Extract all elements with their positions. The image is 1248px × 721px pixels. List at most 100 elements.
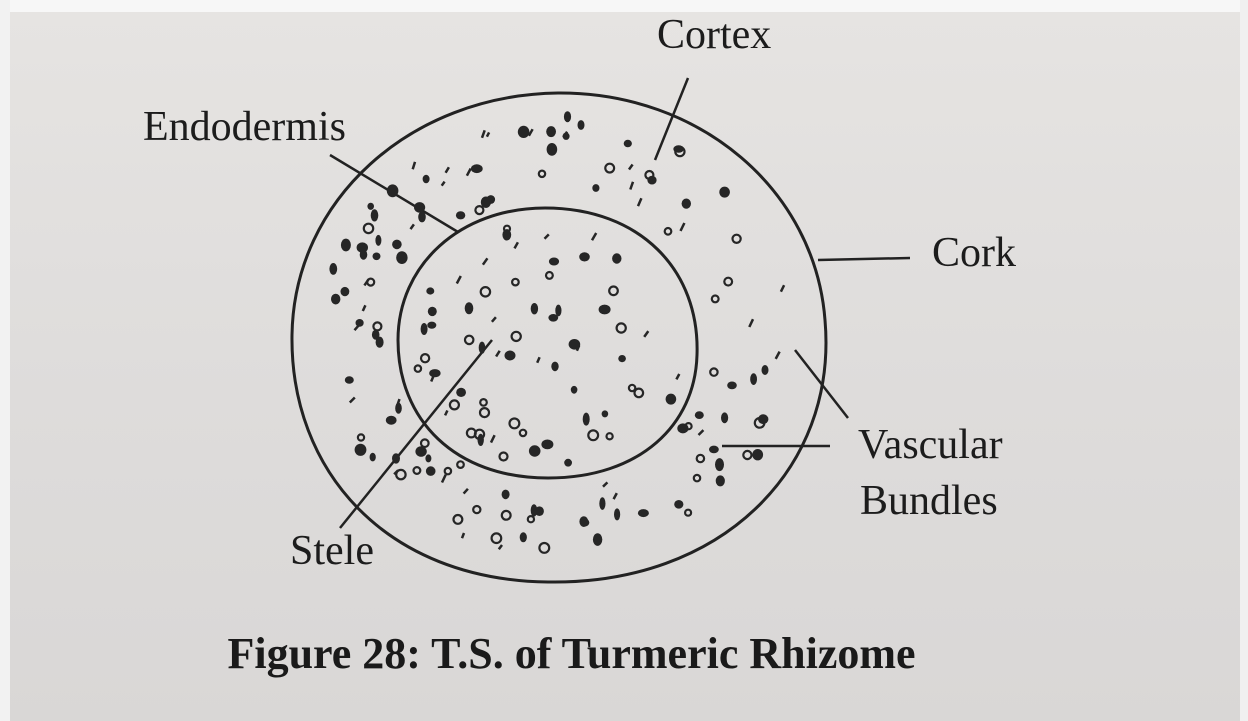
vascular-bundle xyxy=(367,203,374,210)
stele-label: Stele xyxy=(290,530,374,572)
vascular-bundle xyxy=(442,475,446,483)
vascular-bundle xyxy=(414,202,425,213)
vascular-bundle xyxy=(515,242,518,248)
vascular-bundle xyxy=(579,252,590,261)
vascular-bundle xyxy=(603,482,607,486)
vascular-bundle xyxy=(487,132,489,136)
vascular-bundle xyxy=(541,440,553,450)
vascular-bundle xyxy=(483,258,488,264)
vascular-bundle xyxy=(607,433,613,439)
vascular-bundle xyxy=(677,423,688,433)
vascular-bundle xyxy=(578,120,585,130)
vascular-bundle xyxy=(529,445,541,456)
vascular-bundle xyxy=(535,506,544,516)
vascular-bundle xyxy=(733,235,741,243)
vascular-bundle xyxy=(357,242,368,252)
vascular-bundle xyxy=(762,365,769,375)
vascular-bundle xyxy=(614,508,620,520)
vascular-bundle xyxy=(579,516,588,527)
vascular-bundle xyxy=(617,323,626,332)
vascular-bundle xyxy=(583,413,590,426)
vascular-bundle xyxy=(392,240,402,250)
vascular-bundle xyxy=(492,317,496,322)
vascular-bundle xyxy=(480,408,489,417)
vascular-bundle xyxy=(605,164,614,173)
vascular-bundle xyxy=(555,305,561,317)
vascular-bundle xyxy=(520,430,526,436)
vascular-bundle xyxy=(465,336,473,344)
vascular-bundle xyxy=(467,169,471,176)
vascular-bundle xyxy=(341,287,350,296)
vascular-bundle xyxy=(331,294,340,305)
vascular-bundle xyxy=(710,368,717,375)
vascular-bundle xyxy=(473,506,480,513)
vascular-bundle xyxy=(588,430,598,440)
vascular-bundle xyxy=(510,419,520,429)
cortex-label: Cortex xyxy=(657,14,771,56)
vascular-bundle xyxy=(457,461,464,468)
vascular-bundle xyxy=(712,296,719,303)
vascular-bundle xyxy=(456,388,466,397)
vascular-bundle xyxy=(546,272,553,279)
vascular-bundle xyxy=(341,239,351,252)
vascular-bundle xyxy=(492,533,502,543)
vascular-bundle xyxy=(547,143,558,156)
vascular-bundle xyxy=(709,446,719,454)
vascular-bundle xyxy=(629,165,633,170)
vascular-bundle xyxy=(370,453,376,462)
vascular-bundle xyxy=(345,376,354,383)
vascular-bundle xyxy=(456,211,465,219)
vascular-bundle xyxy=(676,374,679,379)
vascular-bundle xyxy=(727,382,737,390)
vascular-bundle xyxy=(614,493,617,499)
vascular-bundle xyxy=(592,233,596,240)
vascular-bundle xyxy=(457,276,461,284)
vascular-bundle xyxy=(373,322,381,330)
vascular-bundle xyxy=(612,253,621,263)
vascular-bundle xyxy=(421,323,428,335)
vascular-bundle xyxy=(428,307,437,316)
vascular-bundle xyxy=(465,302,474,314)
cork-leader xyxy=(818,258,910,260)
vascular-bundle xyxy=(602,410,609,417)
vascular-bundle xyxy=(695,411,704,419)
vascular-bundle xyxy=(681,223,685,231)
vascular-bundle xyxy=(512,332,521,341)
vascular-bundle xyxy=(376,337,384,348)
vascular-bundle xyxy=(624,140,632,148)
cork-label: Cork xyxy=(932,232,1016,274)
vascular-bundle xyxy=(355,444,367,456)
vascular-bundle xyxy=(481,287,490,296)
vascular-bundle xyxy=(421,354,429,362)
vascular-bundle xyxy=(504,226,510,232)
vascular-bundle xyxy=(694,475,700,481)
vascular-bundle xyxy=(491,435,495,442)
vascular-bundle xyxy=(426,466,436,476)
vascular-bundle xyxy=(776,352,780,359)
vascular-bundle xyxy=(502,490,510,500)
vascular-bundle xyxy=(415,365,421,371)
figure-caption: Figure 28: T.S. of Turmeric Rhizome xyxy=(0,628,1248,679)
vascular-bundle xyxy=(502,511,511,520)
vascular-bundle xyxy=(721,412,728,423)
vascular-bundle xyxy=(685,510,691,516)
vascular-bundle xyxy=(445,411,447,416)
vascular-bundle xyxy=(329,263,337,275)
vascular-bundle xyxy=(715,458,724,471)
vascular-bundle xyxy=(421,439,429,447)
vascular-bundle xyxy=(364,224,373,233)
vascular-bundle xyxy=(505,351,516,361)
vascular-bundle xyxy=(396,251,407,264)
vascular-bundle xyxy=(593,533,602,546)
vascular-bundle xyxy=(546,126,556,137)
vascular-bundle xyxy=(512,279,519,286)
vascular-bundle xyxy=(373,252,381,260)
vascular-bundle xyxy=(482,130,485,138)
vascular-bundle xyxy=(350,398,355,403)
vascular-bundle xyxy=(599,305,611,315)
vascular-bundle xyxy=(750,373,757,385)
vascular-bundle xyxy=(539,171,545,177)
vascular-bundle xyxy=(363,305,366,311)
vascular-bundle xyxy=(749,319,753,327)
